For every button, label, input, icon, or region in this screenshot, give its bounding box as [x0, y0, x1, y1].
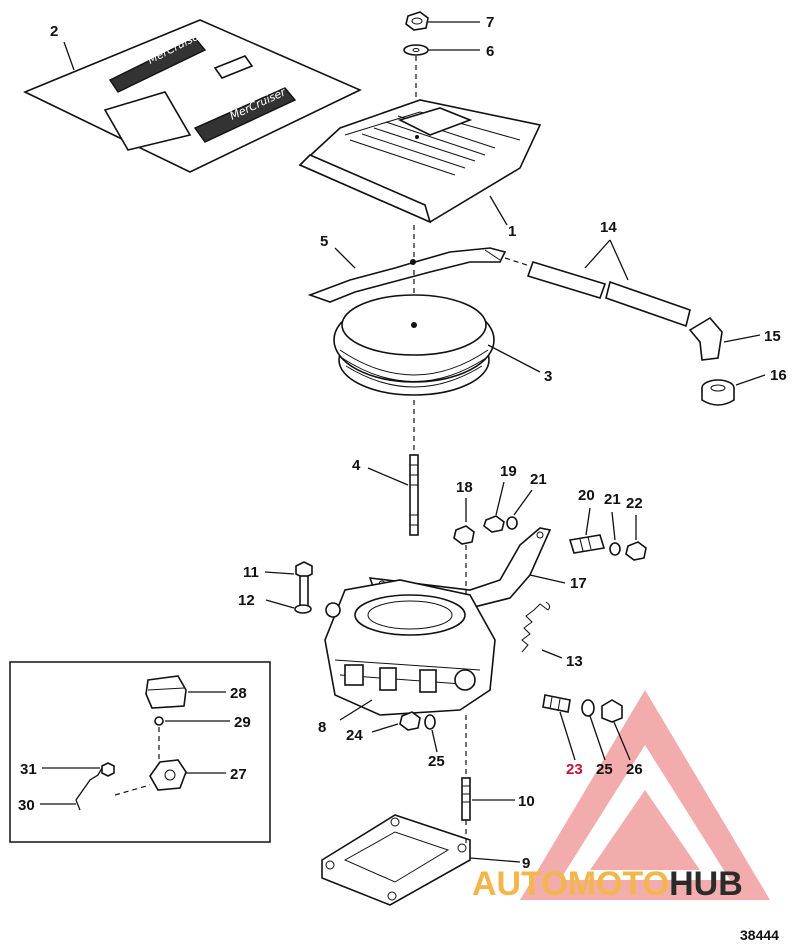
inset-detail-box	[9, 661, 271, 843]
callout-5: 5	[320, 233, 328, 250]
inlet-washer	[581, 699, 595, 717]
inset-bracket-part	[149, 759, 187, 791]
mount-washer	[294, 604, 312, 614]
callout-30: 30	[18, 797, 35, 814]
callout-7: 7	[486, 14, 494, 31]
callout-8: 8	[318, 719, 326, 736]
callout-15: 15	[764, 328, 781, 345]
fuel-inlet-fitting	[542, 694, 571, 713]
callout-9: 9	[522, 855, 530, 872]
vent-grommet	[701, 379, 735, 406]
inset-small-nut	[101, 762, 115, 777]
flame-arrestor	[333, 294, 495, 396]
callout-26: 26	[626, 761, 643, 778]
svg-text:AUTOMOTOHUB: AUTOMOTOHUB	[472, 865, 743, 903]
watermark-logo	[520, 690, 770, 900]
carburetor	[324, 579, 496, 716]
watermark-part-2: MOTO	[568, 865, 669, 903]
cover-bracket	[307, 247, 507, 303]
throttle-return-spring	[521, 601, 551, 653]
inset-link-rod	[75, 767, 151, 811]
small-washer-right	[609, 542, 621, 556]
base-washer-left	[424, 714, 436, 730]
callout-28: 28	[230, 685, 247, 702]
inset-cap-part	[145, 675, 187, 709]
flame-arrestor-cover	[298, 99, 542, 224]
carburetor-gasket	[321, 814, 471, 906]
callout-10: 10	[518, 793, 535, 810]
alignment-lines	[413, 56, 467, 845]
callout-6: 6	[486, 43, 494, 60]
callout-14: 14	[600, 219, 617, 236]
callout-25-left: 25	[428, 753, 445, 770]
bracket-nut	[453, 525, 475, 545]
callout-17: 17	[570, 575, 587, 592]
small-nut	[483, 515, 505, 533]
inlet-nut	[601, 699, 623, 723]
callout-1: 1	[508, 223, 516, 240]
callout-22: 22	[626, 495, 643, 512]
small-washer-left	[506, 516, 518, 530]
callout-21-right: 21	[604, 491, 621, 508]
watermark-part-3: HUB	[669, 865, 743, 903]
top-nut	[405, 11, 429, 31]
base-nut	[399, 711, 421, 731]
mount-bolt	[295, 561, 313, 607]
callout-2: 2	[50, 23, 58, 40]
vent-elbow-fitting	[688, 316, 723, 361]
callout-21-left: 21	[530, 471, 547, 488]
callout-12: 12	[238, 592, 255, 609]
callout-4: 4	[352, 457, 361, 474]
callout-31: 31	[20, 761, 37, 778]
top-washer	[403, 44, 429, 56]
callout-25-right: 25	[596, 761, 613, 778]
callout-16: 16	[770, 367, 787, 384]
decal-sheet: MerCruiser MerCruiser	[23, 19, 362, 173]
callout-23: 23	[566, 761, 583, 778]
figure-number: 38444	[740, 927, 779, 943]
callout-11: 11	[243, 564, 259, 581]
short-stud	[461, 777, 471, 821]
watermark-part-1: AUTO	[472, 865, 568, 903]
callout-19: 19	[500, 463, 517, 480]
callout-18: 18	[456, 479, 473, 496]
fitting-nut	[625, 541, 647, 561]
callout-13: 13	[566, 653, 583, 670]
callout-labels: 2 7 6 1 5 14 3 15 16 4 18 19 21 20 21 22…	[18, 14, 787, 872]
throttle-fitting	[568, 534, 606, 554]
watermark-text: AUTOMOTOHUB	[472, 865, 743, 903]
callout-3: 3	[544, 368, 552, 385]
inset-small-screw	[154, 716, 164, 760]
leader-lines	[40, 21, 766, 863]
crankcase-vent-hoses	[504, 257, 691, 328]
callout-29: 29	[234, 714, 251, 731]
callout-20: 20	[578, 487, 595, 504]
callout-27: 27	[230, 766, 247, 783]
long-stud	[409, 454, 419, 536]
callout-24: 24	[346, 727, 363, 744]
